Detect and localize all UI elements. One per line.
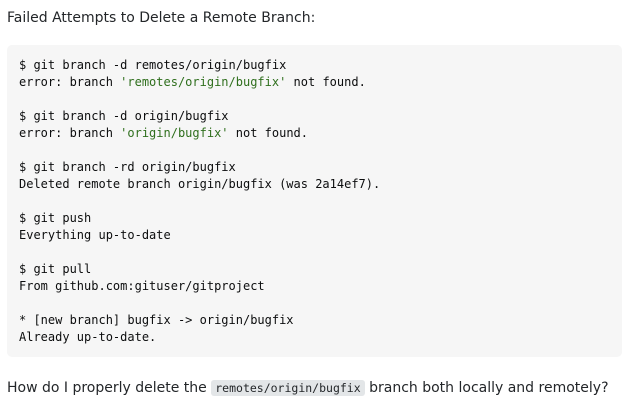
code-text: $ git push [19,211,92,225]
code-line [19,91,610,108]
code-line [19,244,610,261]
code-line: $ git branch -d remotes/origin/bugfix [19,57,610,74]
question-text: How do I properly delete the remotes/ori… [7,378,609,398]
code-text: error: branch [19,75,121,89]
code-text: $ git branch -d remotes/origin/bugfix [19,58,287,72]
code-line: $ git branch -d origin/bugfix [19,108,610,125]
code-line: * [new branch] bugfix -> origin/bugfix [19,312,610,329]
code-text: $ git branch -d origin/bugfix [19,109,229,123]
code-text: $ git pull [19,262,92,276]
inline-code-branch: remotes/origin/bugfix [211,380,365,396]
code-text: not found. [228,126,309,140]
code-block: $ git branch -d remotes/origin/bugfix err… [7,45,622,357]
code-string: 'origin/bugfix' [120,126,229,140]
code-text: From github.com:gituser/gitproject [19,279,265,293]
code-line: Deleted remote branch origin/bugfix (was… [19,176,610,193]
intro-text: Failed Attempts to Delete a Remote Branc… [7,10,316,26]
code-text: Everything up-to-date [19,228,171,242]
code-text: Already up-to-date. [19,330,157,344]
code-text: * [new branch] bugfix -> origin/bugfix [19,313,294,327]
code-line [19,142,610,159]
code-line [19,193,610,210]
code-text: Deleted remote branch origin/bugfix (was… [19,177,381,191]
question-text-after: branch both locally and remotely? [364,380,609,396]
code-text: not found. [286,75,366,89]
code-text: $ git branch -rd origin/bugfix [19,160,236,174]
code-line: From github.com:gituser/gitproject [19,278,610,295]
code-string: 'remotes/origin/bugfix' [120,75,287,89]
code-text: error: branch [19,126,121,140]
code-line: Already up-to-date. [19,329,610,346]
code-line: Everything up-to-date [19,227,610,244]
code-line [19,295,610,312]
code-line: error: branch 'remotes/origin/bugfix' no… [19,74,610,91]
code-line: $ git push [19,210,610,227]
code-line: $ git branch -rd origin/bugfix [19,159,610,176]
question-text-before: How do I properly delete the [7,380,212,396]
code-line: $ git pull [19,261,610,278]
code-line: error: branch 'origin/bugfix' not found. [19,125,610,142]
